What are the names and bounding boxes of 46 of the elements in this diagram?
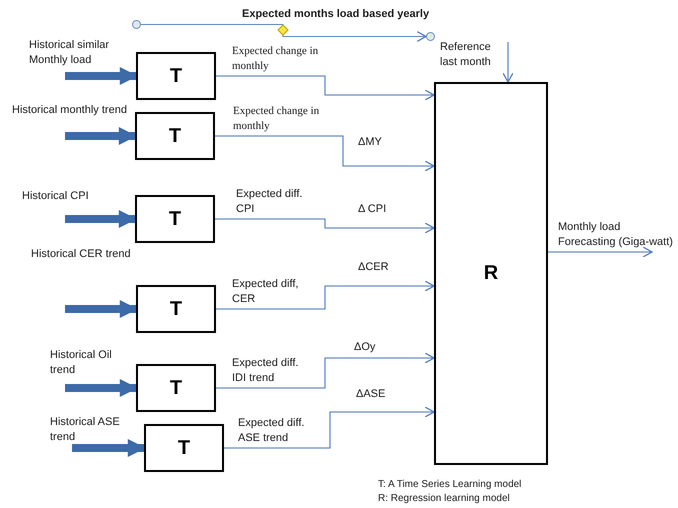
arrow: [224, 406, 435, 449]
output-description: Expected diff. IDI trend: [232, 356, 300, 386]
connector-circle: [426, 32, 435, 41]
output-description: Expected diff, CER: [232, 277, 300, 307]
edge-label: ΔOy: [354, 340, 376, 355]
edge-label: Historical CPI: [22, 189, 90, 204]
model-box: T: [136, 52, 216, 100]
edge-label: ΔASE: [356, 387, 386, 402]
arrow: [548, 246, 653, 258]
arrow: [141, 24, 427, 42]
arrow: [502, 42, 514, 83]
edge-label: Monthly load Forecasting (Giga-watt): [558, 220, 674, 250]
model-box: T: [135, 195, 215, 243]
arrow: [215, 135, 435, 172]
edge-label: Historical similar Monthly load: [29, 38, 110, 68]
edge-label: Reference last month: [440, 40, 492, 70]
legend-note: R: Regression learning model: [378, 492, 511, 506]
edge-label: ΔMY: [358, 135, 383, 150]
input-arrow: [65, 210, 137, 228]
output-description: Expected diff. CPI: [236, 187, 304, 217]
edge-label: ΔCER: [358, 260, 390, 275]
legend-note: T: A Time Series Learning model: [378, 478, 522, 492]
input-arrow: [65, 127, 137, 145]
model-box: T: [144, 424, 224, 472]
model-box: T: [136, 364, 216, 412]
arrow: [216, 280, 435, 310]
arrow: [216, 75, 435, 101]
output-description: Expected change in monthly: [232, 44, 320, 74]
output-description: Expected diff. ASE trend: [238, 416, 306, 446]
output-description: Expected change in monthly: [233, 104, 320, 134]
arrow: [215, 218, 435, 234]
input-arrow: [65, 300, 138, 318]
input-arrow: [65, 379, 138, 397]
arrow: [216, 352, 435, 389]
regression-box: R: [434, 82, 548, 465]
model-box: T: [136, 285, 216, 333]
model-box: T: [135, 112, 215, 160]
input-arrow: [65, 67, 138, 85]
edge-label: Historical monthly trend: [12, 103, 128, 118]
edge-label: Historical ASE trend: [50, 415, 121, 445]
edge-label: Historical CER trend: [31, 247, 132, 262]
input-arrow: [72, 439, 146, 457]
connector-circle: [132, 20, 141, 29]
line-title: Expected months load based yearly: [242, 7, 430, 22]
edge-label: Historical Oil trend: [50, 348, 113, 378]
edge-label: Δ CPI: [358, 202, 388, 217]
